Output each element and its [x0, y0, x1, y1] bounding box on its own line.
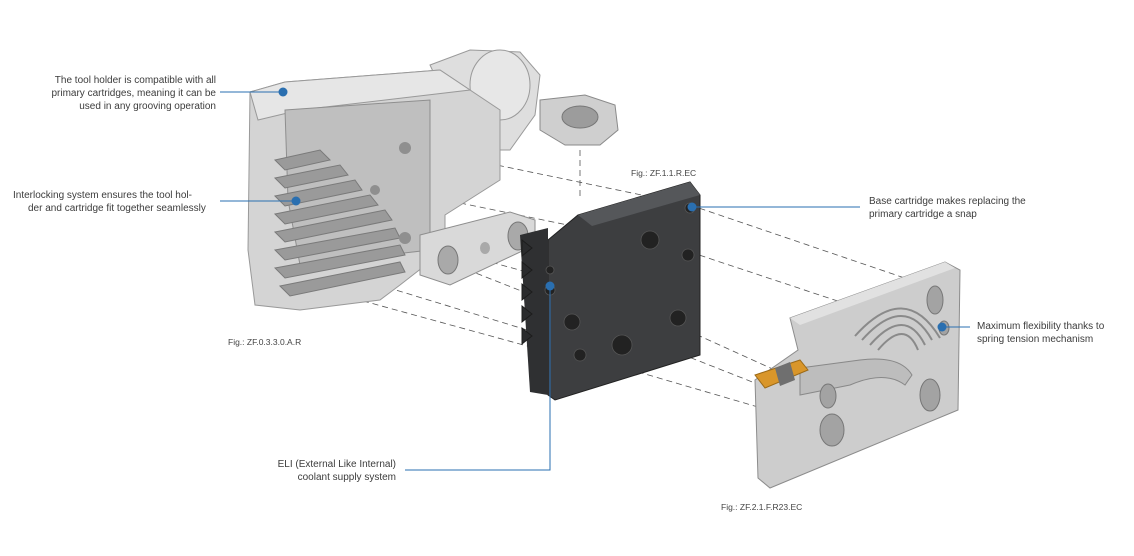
callout-flexibility-line-1: Maximum flexibility thanks to [977, 321, 1105, 332]
callout-tool-holder: The tool holder is compatible with all p… [20, 74, 216, 113]
callout-interlocking: Interlocking system ensures the tool hol… [13, 189, 223, 215]
callout-eli-line-1: ELI (External Like Internal) [277, 459, 396, 470]
callout-leaders [220, 91, 970, 471]
figure-caption-base: Fig.: ZF.1.1.R.EC [631, 168, 697, 178]
callout-eli: ELI (External Like Internal) coolant sup… [230, 458, 396, 484]
callout-dot-flexibility [937, 322, 947, 332]
callout-dots [278, 87, 947, 332]
callout-tool-holder-line-3: used in any grooving operation [79, 101, 216, 112]
callout-dot-base-cartridge [687, 202, 697, 212]
callout-base-cartridge-line-2: primary cartridge a snap [869, 209, 977, 220]
callout-flexibility: Maximum flexibility thanks to spring ten… [977, 320, 1127, 346]
figure-caption-holder: Fig.: ZF.0.3.3.0.A.R [228, 337, 302, 347]
callout-flexibility-line-2: spring tension mechanism [977, 334, 1094, 345]
callout-tool-holder-line-2: primary cartridges, meaning it can be [51, 88, 216, 99]
tool-holder [247, 49, 619, 311]
callout-dot-eli [545, 281, 555, 291]
callout-base-cartridge-line-1: Base cartridge makes replacing the [869, 196, 1026, 207]
callout-eli-line-2: coolant supply system [297, 472, 396, 483]
figure-caption-insert: Fig.: ZF.2.1.F.R23.EC [721, 502, 803, 512]
callout-dot-tool-holder [278, 87, 288, 97]
callout-interlocking-line-1: Interlocking system ensures the tool hol… [13, 190, 192, 201]
base-serrations [521, 238, 533, 346]
callout-tool-holder-line-1: The tool holder is compatible with all [54, 75, 216, 86]
callout-base-cartridge: Base cartridge makes replacing the prima… [869, 195, 1059, 221]
primary-cartridge [754, 261, 961, 489]
base-cartridge [520, 181, 701, 401]
callout-interlocking-line-2: der and cartridge fit together seamlessl… [28, 203, 206, 214]
callout-dot-interlocking [291, 196, 301, 206]
